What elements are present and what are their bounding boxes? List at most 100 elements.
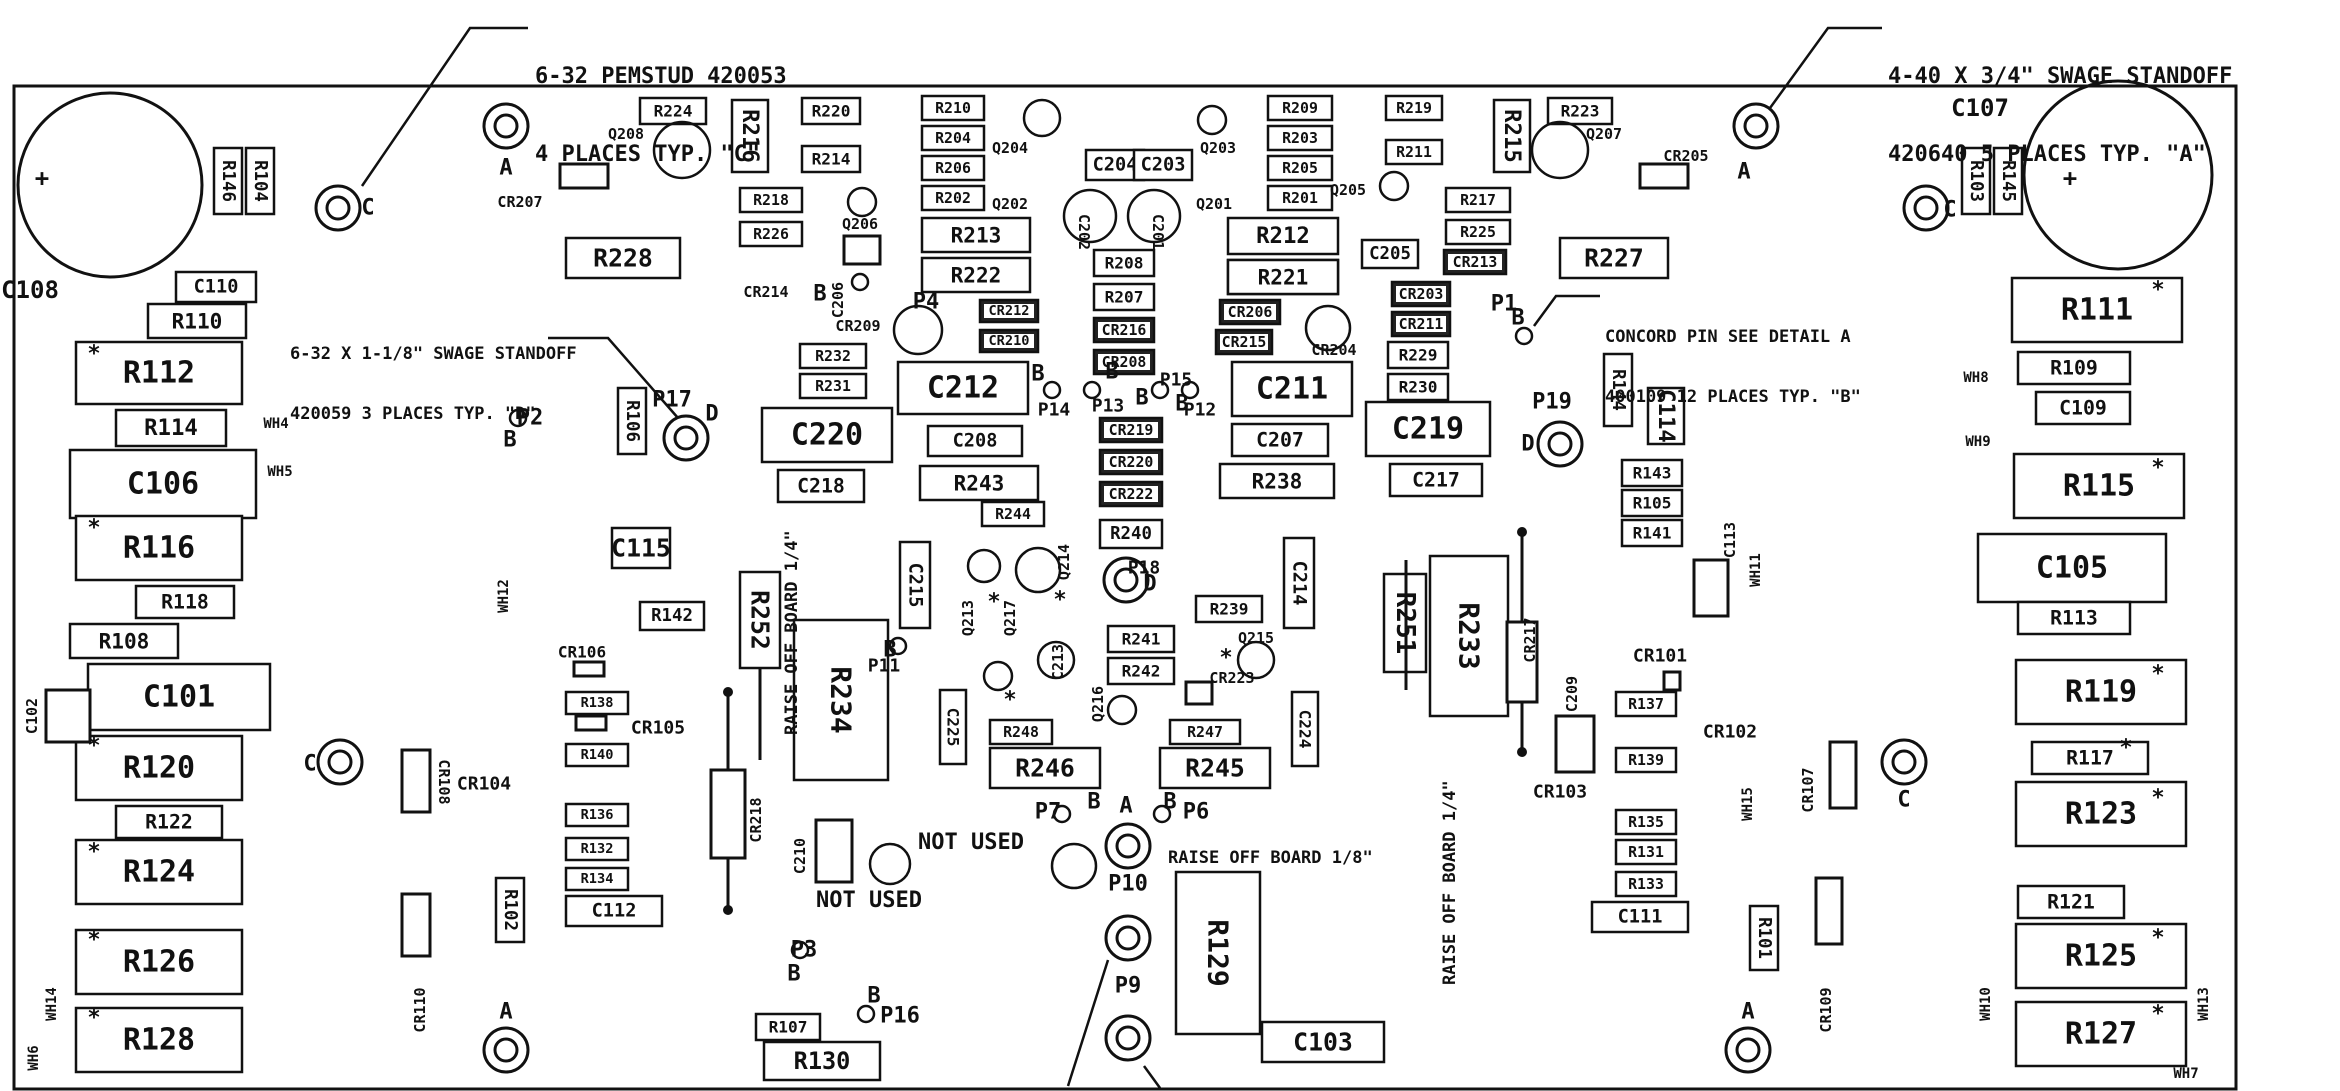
component-r128: R128	[74, 1006, 244, 1074]
small-part	[572, 660, 606, 678]
component-label: CR206	[1228, 303, 1273, 321]
component-label: R139	[1628, 751, 1664, 769]
component-body	[616, 386, 648, 456]
component-label: R226	[753, 225, 789, 243]
standoff-letter-a: A	[1741, 1000, 1754, 1025]
component-c218: C218	[776, 468, 866, 504]
component-body	[792, 618, 890, 782]
component-label: C218	[797, 475, 845, 498]
standoff-letter-a: A	[499, 156, 512, 181]
component-body	[1646, 386, 1686, 446]
component-r136: R136	[564, 802, 630, 828]
standoff-inner	[1115, 833, 1141, 859]
leader-line-standoff-d	[548, 336, 679, 419]
standoff-outer	[482, 1026, 530, 1074]
component-label: C220	[791, 418, 863, 453]
component-r133: R133	[1614, 870, 1678, 898]
standoff-outer	[1724, 1026, 1772, 1074]
component-label: R227	[1584, 244, 1644, 273]
component-r138: R138	[564, 690, 630, 716]
component-label: R111	[2061, 293, 2133, 328]
refdes-p2: P2	[517, 406, 544, 431]
component-r206: R206	[920, 154, 986, 182]
component-body	[1266, 184, 1334, 212]
standoff-hole	[1880, 738, 1928, 786]
component-label: R132	[581, 841, 614, 857]
component-label: CR220	[1109, 453, 1154, 471]
component-body	[738, 220, 804, 248]
small-part	[558, 162, 610, 190]
component-cr203: CR203	[1390, 280, 1452, 308]
component-r110: R110	[146, 302, 248, 340]
component-label: R127	[2065, 1017, 2137, 1052]
plus-sign: +	[35, 164, 49, 192]
component-r101: R101	[1748, 904, 1780, 972]
component-inner	[1104, 422, 1158, 438]
pemstud-line2: 4 PLACES TYP. "C"	[535, 142, 761, 167]
component-r108: R108	[68, 622, 180, 660]
component-cr213: CR213	[1442, 248, 1508, 276]
small-part	[1692, 558, 1730, 618]
component-label: C105	[2036, 551, 2108, 586]
component-body	[1226, 258, 1340, 296]
standoff-outer	[1732, 102, 1780, 150]
component-r245: R245	[1158, 746, 1272, 790]
component-body	[174, 270, 258, 304]
round-part	[966, 548, 1002, 584]
standoff-inner	[1547, 431, 1573, 457]
component-label: C212	[927, 371, 999, 406]
component-body	[1106, 656, 1176, 686]
standoff-outer	[1102, 556, 1150, 604]
component-body	[776, 468, 866, 504]
component-body	[754, 1012, 822, 1042]
component-body	[1614, 870, 1678, 898]
component-r145: R145	[1992, 146, 2024, 216]
component-r120: R120	[74, 734, 244, 802]
refdes-c202: C202	[1075, 214, 1093, 250]
standoff-inner	[673, 425, 699, 451]
component-label: R218	[753, 191, 789, 209]
component-body	[638, 600, 706, 632]
asterisk-mark: *	[87, 1006, 100, 1031]
component-r143: R143	[1620, 458, 1684, 488]
component-body	[564, 866, 630, 892]
lead-end	[1517, 527, 1527, 537]
component-inner	[1098, 322, 1150, 338]
component-label: R144	[1608, 369, 1628, 411]
concord-pin	[1514, 326, 1534, 346]
component-body	[1266, 154, 1334, 182]
small-part	[400, 748, 432, 814]
component-body	[1558, 236, 1670, 280]
component-label: C207	[1256, 429, 1304, 452]
refdes-c213: C213	[1049, 644, 1067, 680]
refdes-wh5: WH5	[267, 464, 292, 480]
component-label: R244	[995, 505, 1031, 523]
component-r244: R244	[980, 500, 1046, 528]
component-label: R103	[1966, 160, 1986, 202]
component-c214: C214	[1282, 536, 1316, 630]
refdes-cr217: CR217	[1521, 617, 1539, 662]
concord-note: CONCORD PIN SEE DETAIL A 400109 12 PLACE…	[1605, 287, 1861, 427]
refdes-p19: P19	[1532, 390, 1572, 415]
round-part	[1062, 188, 1118, 244]
lead-end	[1517, 747, 1527, 757]
component-label: R135	[1628, 813, 1664, 831]
component-body	[926, 424, 1024, 458]
component-r213: R213	[920, 216, 1032, 254]
standoff-letter-b: B	[1031, 362, 1044, 387]
refdes-c107: C107	[1951, 94, 2009, 122]
component-body	[114, 804, 224, 840]
component-r222: R222	[920, 256, 1032, 294]
refdes-p18: P18	[1128, 558, 1161, 579]
asterisk-mark: *	[2151, 926, 2164, 951]
component-body	[114, 408, 228, 448]
component-r232: R232	[798, 342, 868, 370]
component-label: C203	[1141, 155, 1186, 176]
component-label: C217	[1412, 469, 1460, 492]
standoff-hole	[1102, 556, 1150, 604]
component-label: R228	[593, 244, 653, 273]
refdes-cr204: CR204	[1311, 341, 1356, 359]
component-label: R104	[250, 160, 270, 202]
round-part	[1126, 188, 1182, 244]
standoff-letter-c: C	[361, 196, 374, 221]
